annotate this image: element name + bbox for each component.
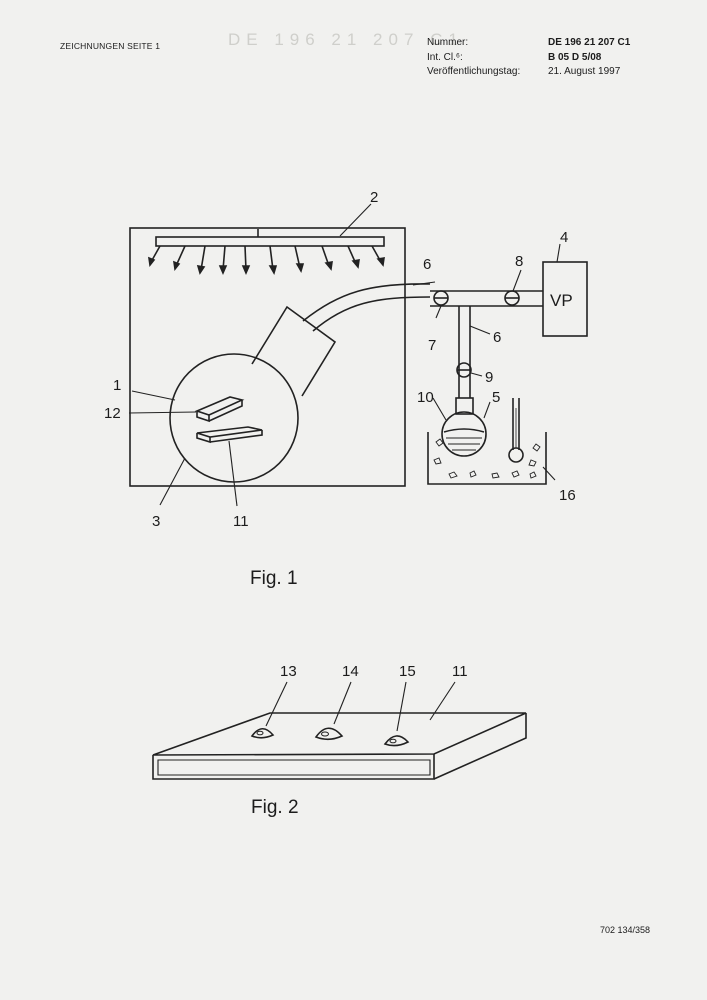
deposit-14	[314, 727, 344, 741]
spray-bar-2	[155, 236, 385, 247]
flask-liquid	[446, 437, 482, 451]
figure-1-reference-numerals: 2 4 6 8 7 6 9 5 10 1 12 3 11 16 VP Fig. …	[104, 189, 576, 589]
metadata-labels: Nummer: Int. Cl.⁶: Veröffentlichungstag:	[427, 36, 520, 80]
ref-16: 16	[559, 487, 576, 504]
reference-leaders	[128, 203, 561, 507]
ref-6-upper: 6	[423, 256, 431, 273]
ref-2: 2	[370, 189, 378, 206]
ref-13: 13	[280, 663, 297, 680]
hose-6	[302, 283, 431, 322]
ref-11: 11	[233, 513, 249, 530]
figure-1	[128, 203, 588, 507]
bath-16	[427, 432, 547, 485]
ref-5: 5	[492, 389, 500, 406]
ref-9: 9	[485, 369, 493, 386]
deposit-13	[250, 727, 275, 739]
flask-neck	[455, 397, 474, 415]
figure-2-leaders	[265, 681, 456, 732]
figure-2-caption: Fig. 2	[251, 797, 299, 818]
sheet-label: ZEICHNUNGEN SEITE 1	[60, 41, 161, 51]
footer-code: 702 134/358	[600, 925, 651, 935]
ref-7: 7	[428, 337, 436, 354]
ref-15: 15	[399, 663, 416, 680]
chamber-1	[129, 227, 406, 487]
ref-4: 4	[560, 229, 568, 246]
label-int-cl: Int. Cl.⁶:	[427, 51, 463, 63]
deposit-15	[383, 735, 410, 747]
flask-5	[441, 411, 487, 457]
ref-1: 1	[113, 377, 121, 394]
ref-10: 10	[417, 389, 434, 406]
pump-label: VP	[550, 291, 573, 310]
ref-6-lower: 6	[493, 329, 501, 346]
vacuum-pump-4	[542, 261, 588, 337]
value-number: DE 196 21 207 C1	[548, 37, 631, 48]
figure-1-caption: Fig. 1	[250, 568, 298, 589]
spray-arrows	[148, 245, 385, 276]
bleed-through-text: DE 196 21 207 C1	[228, 30, 464, 49]
value-publication-date: 21. August 1997	[548, 66, 621, 77]
label-number: Nummer:	[427, 37, 469, 48]
metadata-values: DE 196 21 207 C1 B 05 D 5/08 21. August …	[548, 36, 630, 80]
label-publication-date: Veröffentlichungstag:	[427, 66, 521, 77]
figure-2	[152, 681, 527, 780]
figure-2-reference-numerals: 13 14 15 11 Fig. 2	[251, 663, 468, 818]
bath-stones	[433, 438, 541, 479]
vessel-neck	[251, 305, 337, 397]
value-int-cl: B 05 D 5/08	[548, 51, 602, 63]
ref-12: 12	[104, 405, 121, 422]
substrate-11	[196, 426, 263, 438]
ref-8: 8	[515, 253, 523, 270]
substrate-12	[194, 396, 245, 416]
ref-11-fig2: 11	[452, 663, 468, 680]
vessel-3	[169, 353, 299, 483]
ref-3: 3	[152, 513, 160, 530]
ref-14: 14	[342, 663, 359, 680]
